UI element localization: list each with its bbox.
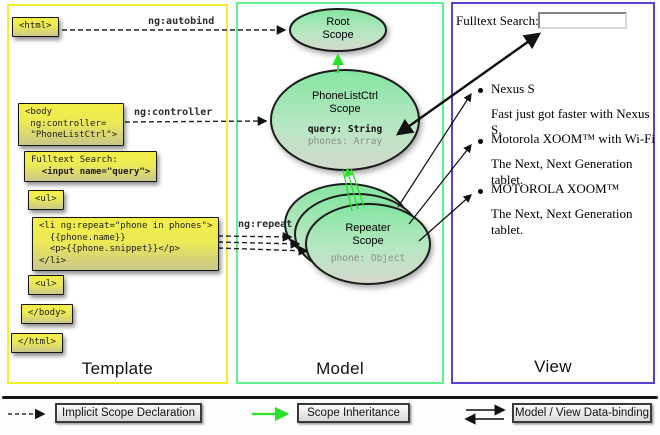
root-scope-label: Root Scope <box>288 16 388 42</box>
code-html-close: </html> <box>11 333 63 353</box>
model-panel-title: Model <box>316 359 364 378</box>
code-html-open: <html> <box>12 17 59 37</box>
legend-separator-line <box>2 396 658 399</box>
bullet-icon <box>478 88 483 93</box>
code-fulltext-search: Fulltext Search: <input name="query"> <box>24 151 158 182</box>
ng-repeat-label: ng:repeat <box>238 219 293 230</box>
model-panel <box>236 2 444 384</box>
ng-controller-label: ng:controller <box>134 107 213 118</box>
code-ul-open: <ul> <box>28 190 64 210</box>
repeater-scope-label: Repeater Scope phone: Object <box>303 222 433 265</box>
view-panel-title: View <box>534 357 572 376</box>
ng-autobind-label: ng:autobind <box>148 16 215 27</box>
repeater-line2: Scope <box>352 235 384 247</box>
fulltext-search-input[interactable] <box>538 12 627 29</box>
view-item-desc: The Next, Next Generation tablet. <box>491 156 633 187</box>
view-item-title: Nexus S <box>491 81 535 96</box>
code-body-open: <body ng:controller= "PhoneListCtrl"> <box>18 103 125 146</box>
view-item-title: Motorola XOOM™ with Wi-Fi <box>491 131 656 146</box>
view-item-title: MOTOROLA XOOM™ <box>491 181 620 196</box>
root-scope-line2: Scope <box>322 29 354 41</box>
template-panel-title: Template <box>81 359 154 378</box>
code-ul-second: <ul> <box>28 275 64 295</box>
phonelistctrl-prop-query: query: String <box>307 124 383 135</box>
code-fulltext-label: Fulltext Search: <box>31 155 118 165</box>
code-body-close: </body> <box>21 304 73 324</box>
fulltext-search-label: Fulltext Search: <box>456 13 539 28</box>
phonelistctrl-line1: PhoneListCtrl <box>311 90 379 102</box>
legend-implicit-scope-declaration: Implicit Scope Declaration <box>55 403 202 423</box>
view-item-desc: Fast just got faster with Nexus S. <box>491 106 650 137</box>
phonelistctrl-scope-label: PhoneListCtrl Scope query: String phones… <box>272 90 418 148</box>
phonelistctrl-prop-phones: phones: Array <box>307 136 383 147</box>
legend-model-view-data-binding: Model / View Data-binding <box>512 403 652 423</box>
code-input-tag: <input name="query"> <box>31 166 151 177</box>
repeater-line1: Repeater <box>345 222 391 234</box>
bullet-icon <box>478 139 483 144</box>
view-item-desc: The Next, Next Generation tablet. <box>491 206 633 237</box>
bullet-icon <box>478 189 483 194</box>
phonelistctrl-line2: Scope <box>329 103 361 115</box>
repeater-prop-phone: phone: Object <box>330 253 406 264</box>
code-li-repeat: <li ng:repeat="phone in phones"> {{phone… <box>32 217 220 271</box>
legend-scope-inheritance: Scope Inheritance <box>297 403 410 423</box>
root-scope-line1: Root <box>326 16 350 28</box>
